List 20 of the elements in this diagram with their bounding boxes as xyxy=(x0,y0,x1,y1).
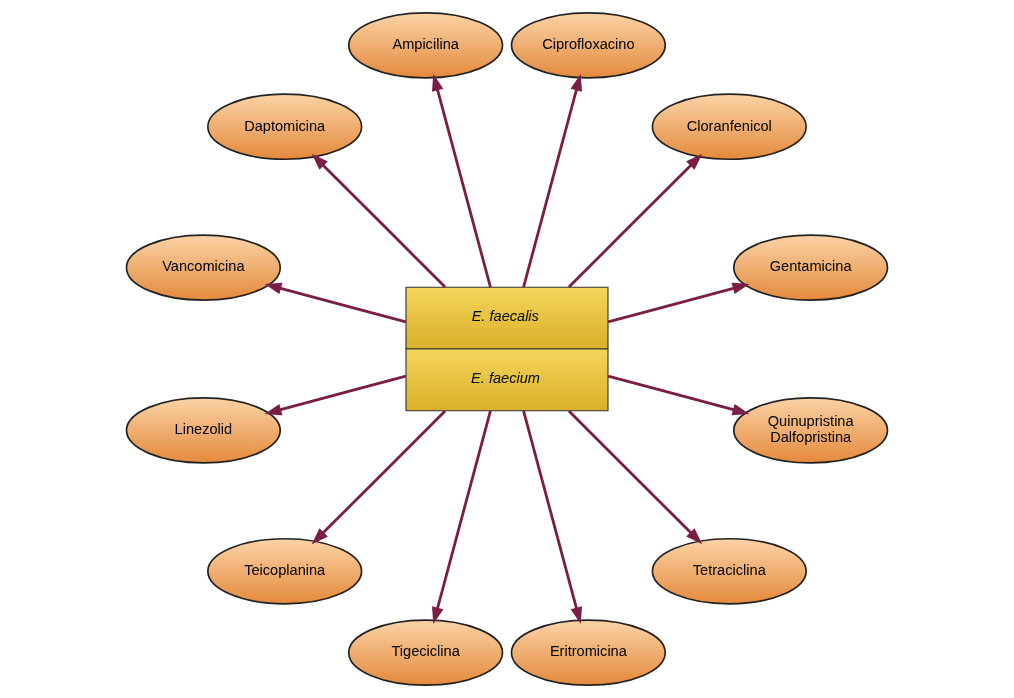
arrow xyxy=(522,410,583,625)
arrow xyxy=(264,374,407,416)
arrow xyxy=(522,73,583,288)
node-ellipse: Tetraciclina xyxy=(651,537,807,605)
node-ellipse: Tigeciclina xyxy=(347,619,504,687)
arrow xyxy=(567,409,703,545)
arrow xyxy=(311,153,447,289)
arrow xyxy=(567,153,703,289)
arrow xyxy=(607,374,750,416)
arrow xyxy=(431,410,492,625)
node-ellipse: Cloranfenicol xyxy=(651,93,807,161)
arrow xyxy=(264,282,407,324)
node-ellipse: Daptomicina xyxy=(207,93,363,161)
node-ellipse: Teicoplanina xyxy=(207,537,363,605)
node-ellipse: Ciprofloxacino xyxy=(510,11,667,79)
arrow xyxy=(311,409,447,545)
node-ellipse: Eritromicina xyxy=(510,619,667,687)
arrow xyxy=(431,73,492,288)
node-ellipse: Ampicilina xyxy=(347,11,504,79)
arrow xyxy=(607,282,750,324)
